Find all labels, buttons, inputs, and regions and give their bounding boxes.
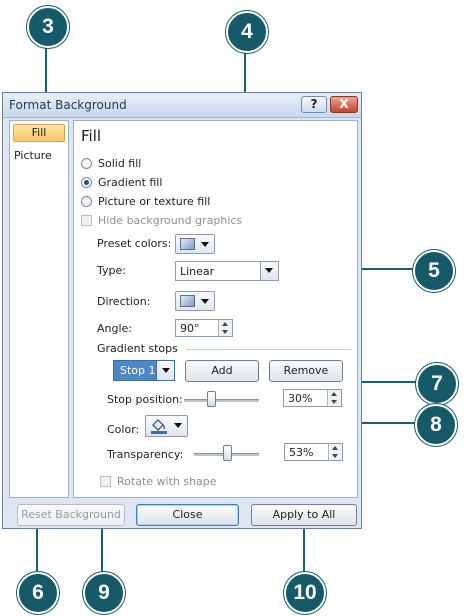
- angle-spinner[interactable]: 90°: [175, 319, 233, 337]
- rotate-with-shape-checkbox[interactable]: [100, 476, 111, 487]
- chevron-down-icon: [174, 423, 182, 428]
- preset-colors-dropdown[interactable]: [175, 234, 215, 254]
- transparency-slider-thumb[interactable]: [223, 445, 232, 461]
- spinner-arrows-icon[interactable]: [328, 444, 342, 460]
- help-button[interactable]: ?: [301, 96, 327, 113]
- chevron-down-icon[interactable]: [260, 262, 278, 280]
- stop-select[interactable]: Stop 1: [113, 360, 175, 381]
- color-label: Color:: [107, 423, 140, 436]
- callout-10-line: [303, 522, 305, 578]
- close-button[interactable]: Close: [136, 504, 239, 526]
- title-bar[interactable]: Format Background ? X: [3, 93, 361, 118]
- callout-7-marker: 7: [416, 363, 458, 405]
- category-nav: Fill Picture: [9, 120, 69, 498]
- preset-gradient-swatch-icon: [180, 238, 195, 250]
- solid-fill-radio[interactable]: [81, 158, 92, 169]
- rotate-with-shape-label[interactable]: Rotate with shape: [117, 475, 217, 488]
- picture-texture-fill-label[interactable]: Picture or texture fill: [98, 195, 211, 208]
- angle-value: 90°: [180, 322, 200, 335]
- gradient-fill-radio[interactable]: [81, 177, 92, 188]
- gradient-fill-label[interactable]: Gradient fill: [98, 176, 163, 189]
- stop-position-label: Stop position:: [107, 393, 183, 406]
- preset-colors-label: Preset colors:: [97, 237, 172, 250]
- gradient-stops-label: Gradient stops: [97, 342, 178, 355]
- callout-4-marker: 4: [226, 11, 268, 53]
- direction-dropdown[interactable]: [175, 291, 215, 311]
- add-stop-button[interactable]: Add: [185, 360, 259, 382]
- paint-bucket-icon: [151, 419, 167, 434]
- type-label: Type:: [97, 264, 126, 277]
- callout-6-marker: 6: [17, 572, 59, 614]
- transparency-value: 53%: [289, 446, 314, 459]
- nav-item-picture[interactable]: Picture: [14, 149, 52, 162]
- chevron-down-icon: [201, 242, 209, 247]
- gradient-stops-divider: [186, 349, 351, 350]
- solid-fill-label[interactable]: Solid fill: [98, 157, 142, 170]
- apply-to-all-button[interactable]: Apply to All: [251, 504, 357, 526]
- stop-position-slider-thumb[interactable]: [207, 391, 216, 407]
- transparency-spinner[interactable]: 53%: [284, 443, 343, 461]
- stop-position-spinner[interactable]: 30%: [283, 389, 342, 407]
- stop-position-value: 30%: [288, 392, 313, 405]
- hide-background-graphics-label[interactable]: Hide background graphics: [98, 214, 243, 227]
- format-background-dialog: Format Background ? X Fill Picture Fill …: [2, 92, 362, 529]
- stop-value: Stop 1: [120, 364, 156, 377]
- callout-5-marker: 5: [413, 250, 455, 292]
- callout-8-line: [341, 422, 417, 424]
- remove-stop-button[interactable]: Remove: [269, 360, 343, 382]
- dialog-title: Format Background: [9, 98, 127, 112]
- callout-9-marker: 9: [83, 572, 125, 614]
- color-dropdown[interactable]: [145, 415, 188, 437]
- hide-background-graphics-checkbox[interactable]: [81, 215, 92, 226]
- callout-7-line: [350, 381, 418, 383]
- chevron-down-icon: [201, 299, 209, 304]
- stop-position-slider-track[interactable]: [184, 399, 259, 402]
- panel-title: Fill: [81, 127, 102, 145]
- transparency-label: Transparency:: [107, 448, 184, 461]
- nav-item-fill[interactable]: Fill: [13, 124, 65, 142]
- spinner-arrows-icon[interactable]: [218, 320, 232, 336]
- direction-label: Direction:: [97, 295, 151, 308]
- spinner-arrows-icon[interactable]: [327, 390, 341, 406]
- callout-10-marker: 10: [284, 572, 326, 614]
- angle-label: Angle:: [97, 322, 133, 335]
- chevron-down-icon[interactable]: [156, 361, 174, 380]
- callout-8-marker: 8: [415, 404, 457, 446]
- callout-3-marker: 3: [27, 6, 69, 48]
- close-window-button[interactable]: X: [330, 96, 358, 113]
- fill-panel: Fill Solid fill Gradient fill Picture or…: [73, 120, 358, 498]
- picture-texture-fill-radio[interactable]: [81, 196, 92, 207]
- reset-background-button[interactable]: Reset Background: [17, 504, 125, 526]
- type-select[interactable]: Linear: [175, 261, 279, 281]
- direction-swatch-icon: [180, 295, 195, 307]
- type-value: Linear: [180, 265, 215, 278]
